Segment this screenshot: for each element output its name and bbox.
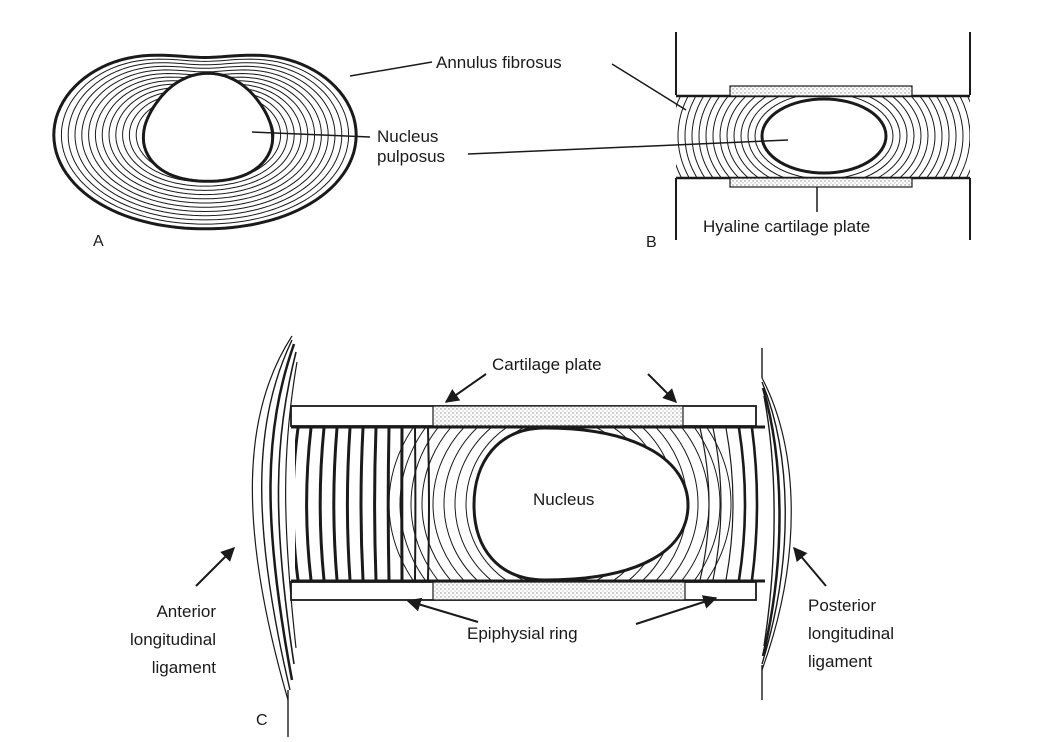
panel-b-sagittal-section: Hyaline cartilage plate B: [468, 0, 1040, 305]
panel-label-b: B: [646, 234, 657, 251]
leader-nucleus-b: [468, 140, 788, 154]
lamella-anterior: [307, 428, 311, 580]
lamella-posterior: [739, 428, 745, 580]
anterior-longitudinal-ligament: [252, 336, 297, 737]
label-posterior-line2: longitudinal: [808, 624, 894, 643]
label-anterior-line2: longitudinal: [130, 630, 216, 649]
nucleus-pulposus-b: [762, 99, 886, 173]
lamella-anterior: [334, 428, 337, 580]
label-posterior-line1: Posterior: [808, 596, 876, 615]
label-annulus-fibrosus: Annulus fibrosus: [436, 53, 562, 72]
label-cartilage-plate: Cartilage plate: [492, 355, 602, 374]
label-posterior-line3: ligament: [808, 652, 873, 671]
panel-label-c: C: [256, 712, 268, 729]
lamella-anterior: [347, 428, 350, 580]
label-nucleus-line2: pulposus: [377, 147, 445, 166]
label-nucleus-line1: Nucleus: [377, 127, 438, 146]
cartilage-plate-top-b: [730, 86, 912, 96]
label-anterior-line3: ligament: [152, 658, 217, 677]
arrow-posterior-ligament: [794, 548, 826, 586]
lamella-anterior: [361, 428, 363, 580]
arrow-epiphysial-left: [408, 601, 478, 622]
label-anterior-line1: Anterior: [156, 602, 216, 621]
label-epiphysial-ring: Epiphysial ring: [467, 624, 578, 643]
label-hyaline-cartilage-plate: Hyaline cartilage plate: [703, 217, 870, 236]
lamella-anterior: [428, 428, 429, 580]
lamella-anterior: [293, 428, 298, 580]
arrow-cartilage-plate-right: [648, 374, 676, 402]
arrow-cartilage-plate-left: [446, 374, 486, 402]
panel-label-a: A: [93, 233, 104, 250]
cartilage-plate-top-c: [433, 406, 683, 426]
posterior-longitudinal-ligament: [762, 348, 791, 700]
leader-annulus: [350, 62, 432, 76]
panel-a-axial-section: A: [54, 55, 432, 250]
lamella-anterior: [320, 428, 324, 580]
arrow-anterior-ligament: [196, 548, 234, 586]
label-nucleus-c: Nucleus: [533, 490, 594, 509]
panel-c-sagittal-detail: Cartilage plate Nucleus Epiphysial ring …: [130, 336, 894, 737]
leader-annulus-b: [612, 64, 686, 110]
lamella-anterior: [375, 428, 376, 580]
cartilage-plate-bottom-c: [433, 582, 685, 600]
arrow-epiphysial-right: [636, 598, 716, 624]
cartilage-plate-bottom-b: [730, 178, 912, 187]
lamella-posterior: [752, 428, 757, 580]
lamella-posterior: [726, 428, 733, 580]
